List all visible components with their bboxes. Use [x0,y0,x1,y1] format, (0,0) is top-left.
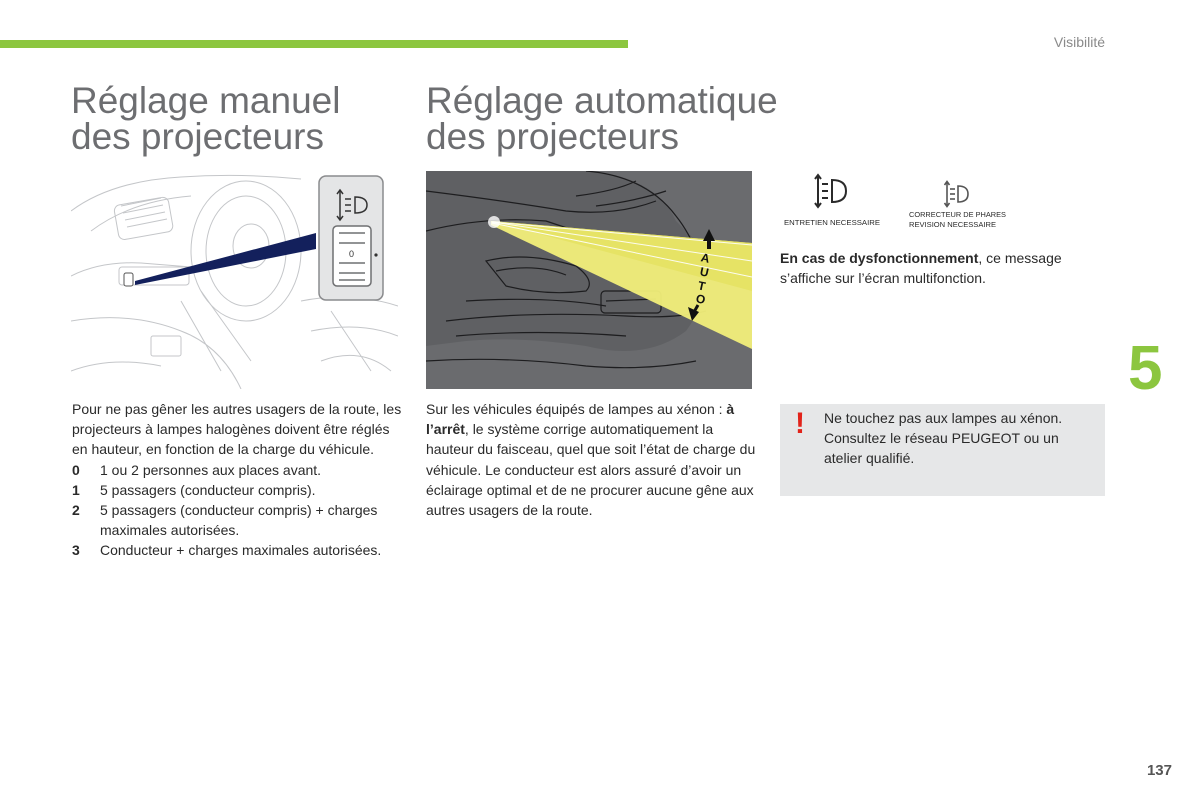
auto-arrow-icon: A U T O [688,229,715,321]
pointer-line [135,233,316,285]
malfunction-text: , ce message s’affiche sur l’écran multi… [780,250,1062,287]
list-number: 3 [72,542,80,559]
section-title: Visibilité [1053,34,1105,50]
heading-automatic-adjustment: Réglage automatique des projecteurs [426,80,778,157]
auto-text-part: , le système corrige automatiquement la … [426,421,756,519]
malfunction-note: En cas de dysfonctionnement, ce message … [780,248,1105,288]
list-item: 2 5 passagers (conducteur compris) + char… [72,500,402,540]
message-headlamp-corrector: CORRECTEUR DE PHARES [909,212,1006,219]
warning-text: Ne touchez pas aux lampes au xénon. Cons… [824,410,1063,467]
auto-letter: A [700,250,712,266]
page-number: 137 [1146,762,1172,779]
list-item: 0 1 ou 2 personnes aux places avant. [72,460,402,480]
list-number: 0 [72,461,80,478]
heading-line: Réglage manuel [71,80,341,121]
list-text: 5 passagers (conducteur compris) + charg… [100,502,378,539]
list-text: 5 passagers (conducteur compris). [100,481,316,498]
dashboard-illustration: 0 [71,171,398,389]
heading-line: Réglage automatique [426,80,778,121]
warning-box: ! Ne touchez pas aux lampes au xénon. Co… [780,404,1105,496]
auto-text-part: Sur les véhicules équipés de lampes au x… [426,401,727,417]
header-accent-bar [0,40,628,48]
heading-line: des projecteurs [71,116,324,157]
auto-text-bold: à l’arrêt [426,401,735,438]
automatic-adjustment-text: Sur les véhicules équipés de lampes au x… [426,399,756,520]
malfunction-bold: En cas de dysfonctionnement [780,250,979,266]
message-service-required: REVISION NECESSAIRE [909,222,996,229]
auto-letter: T [697,278,708,293]
heading-line: des projecteurs [426,116,679,157]
list-text: Conducteur + charges maximales autorisée… [100,542,382,559]
headlamp-corrector-icon [943,180,969,208]
heading-manual-adjustment: Réglage manuel des projecteurs [71,80,341,157]
auto-letter: O [695,291,707,307]
headlamp-beam-illustration: A U T O [426,171,752,389]
manual-adjustment-text: Pour ne pas gêner les autres usagers de … [72,399,402,561]
chapter-number: 5 [1128,334,1163,403]
auto-letter: U [699,264,710,279]
list-item: 1 5 passagers (conducteur compris). [72,480,402,500]
manual-intro: Pour ne pas gêner les autres usagers de … [72,401,402,458]
list-text: 1 ou 2 personnes aux places avant. [100,461,322,478]
list-number: 2 [72,502,80,519]
list-item: 3 Conducteur + charges maximales autorisé… [72,540,402,560]
headlamp-maintenance-icon [814,173,848,209]
message-maintenance-required: ENTRETIEN NECESSAIRE [784,220,880,227]
exclamation-icon: ! [795,407,805,440]
list-number: 1 [72,481,80,498]
headlamp-height-icon [336,188,368,222]
load-positions-list: 0 1 ou 2 personnes aux places avant. 1 5 p… [72,460,402,561]
wheel-position-label: 0 [349,249,354,259]
warning-messages-illustration: ENTRETIEN NECESSAIRE CORRECTEUR DE PHARE… [780,172,1020,234]
